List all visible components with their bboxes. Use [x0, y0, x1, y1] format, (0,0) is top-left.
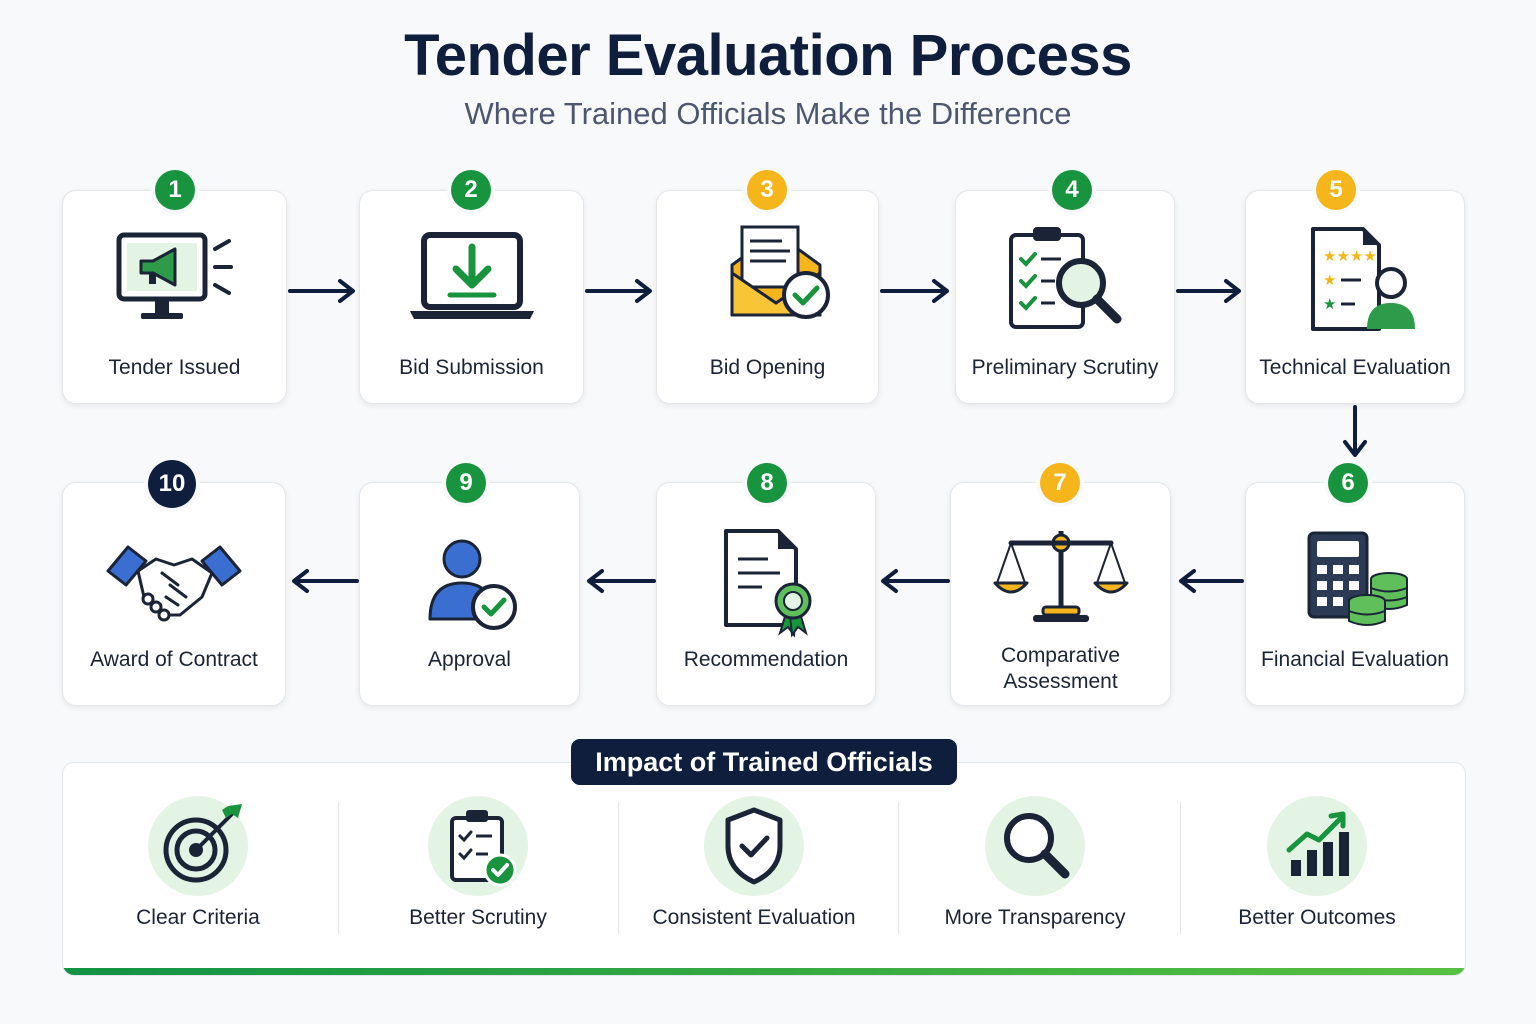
arrow-left-icon [292, 569, 359, 593]
impact-divider [338, 802, 339, 934]
impact-item-consistent-evaluation: Consistent Evaluation [619, 796, 889, 946]
growth-chart-icon [1286, 811, 1349, 876]
impact-item-better-outcomes: Better Outcomes [1182, 796, 1452, 946]
envelope-check-icon [698, 225, 838, 335]
step-label: Comparative Assessment [1000, 644, 1121, 693]
impact-divider [618, 802, 619, 934]
impact-label: Better Scrutiny [409, 906, 547, 929]
page-subtitle: Where Trained Officials Make the Differe… [464, 96, 1072, 131]
step-card-bid-submission: Bid Submission [359, 190, 584, 404]
step-number-badge: 3 [747, 170, 787, 210]
step-card-bid-opening: Bid Opening [656, 190, 879, 404]
svg-text:★: ★ [1323, 271, 1336, 289]
arrow-left-icon [881, 569, 950, 593]
step-number-badge: 7 [1040, 463, 1080, 503]
svg-text:★: ★ [1323, 295, 1336, 313]
impact-item-better-scrutiny: Better Scrutiny [343, 796, 613, 946]
step-label: Technical Evaluation [1259, 356, 1451, 379]
step-card-technical-evaluation: ★★★★ ★ ★ Technical Evaluation [1245, 190, 1465, 404]
step-number-badge: 5 [1316, 170, 1356, 210]
step-number-badge: 1 [155, 170, 195, 210]
step-number-badge: 8 [747, 463, 787, 503]
document-ribbon-icon [696, 529, 836, 639]
arrow-right-icon [288, 279, 355, 303]
step-number-badge: 10 [148, 460, 196, 508]
arrow-right-icon [585, 279, 652, 303]
handshake-icon [104, 535, 244, 645]
impact-label: Clear Criteria [136, 906, 260, 929]
step-label: Financial Evaluation [1261, 648, 1449, 671]
step-number-badge: 2 [451, 170, 491, 210]
arrow-right-icon [1176, 279, 1241, 303]
step-card-award-of-contract: Award of Contract [62, 482, 286, 706]
balance-scale-icon [991, 521, 1131, 631]
step-label: Preliminary Scrutiny [971, 356, 1159, 379]
step-card-approval: Approval [359, 482, 580, 706]
impact-title: Impact of Trained Officials [571, 739, 957, 785]
svg-text:★★★★: ★★★★ [1323, 247, 1377, 265]
impact-label: Better Outcomes [1238, 906, 1396, 929]
step-number-badge: 6 [1328, 463, 1368, 503]
document-rating-user-icon: ★★★★ ★ ★ [1285, 225, 1425, 335]
laptop-download-icon [402, 225, 542, 335]
step-card-tender-issued: Tender Issued [62, 190, 287, 404]
step-label: Bid Opening [709, 356, 826, 379]
clipboard-magnifier-icon [995, 225, 1135, 335]
arrow-left-icon [587, 569, 656, 593]
impact-label: Consistent Evaluation [652, 906, 856, 929]
arrow-down-icon [1343, 405, 1367, 457]
clipboard-check-icon [450, 810, 517, 887]
page-title: Tender Evaluation Process [404, 23, 1132, 88]
impact-divider [1180, 802, 1181, 934]
shield-check-icon [725, 807, 783, 885]
step-number-badge: 4 [1052, 170, 1092, 210]
step-label: Tender Issued [108, 356, 241, 379]
impact-accent-bar [63, 968, 1465, 975]
step-label: Approval [428, 648, 511, 671]
arrow-right-icon [880, 279, 949, 303]
step-number-badge: 9 [446, 463, 486, 503]
calculator-coins-icon [1285, 529, 1425, 639]
step-label: Recommendation [683, 648, 849, 671]
step-card-comparative-assessment: Comparative Assessment [950, 482, 1171, 706]
arrow-left-icon [1179, 569, 1244, 593]
step-card-preliminary-scrutiny: Preliminary Scrutiny [955, 190, 1175, 404]
impact-divider [898, 802, 899, 934]
impact-item-clear-criteria: Clear Criteria [63, 796, 333, 946]
monitor-megaphone-icon [105, 225, 245, 335]
step-card-financial-evaluation: Financial Evaluation [1245, 482, 1465, 706]
step-label: Bid Submission [399, 356, 544, 379]
user-check-icon [400, 535, 540, 645]
impact-label: More Transparency [944, 906, 1126, 929]
impact-item-more-transparency: More Transparency [900, 796, 1170, 946]
target-arrow-icon [163, 804, 242, 883]
step-label: Award of Contract [90, 648, 258, 671]
step-card-recommendation: Recommendation [656, 482, 876, 706]
magnifier-icon [1004, 813, 1070, 879]
